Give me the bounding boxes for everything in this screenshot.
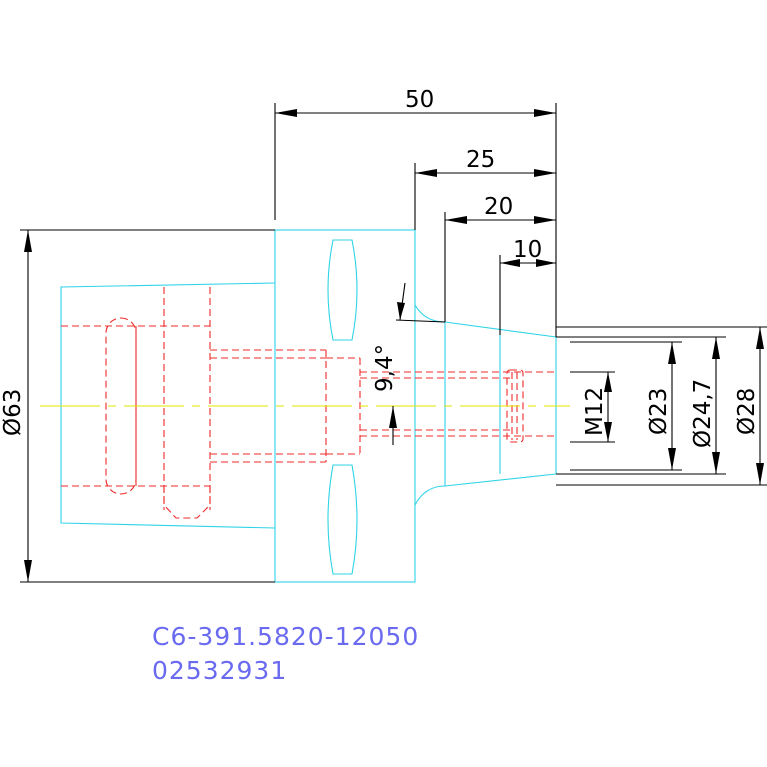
neck-lower (414, 473, 557, 506)
lower-drive-slot (327, 464, 358, 575)
dim-label-angle: 9,4° (372, 344, 398, 392)
arrow (668, 448, 676, 470)
hidden-lines (61, 287, 556, 519)
dim-label-m12: M12 (582, 387, 608, 436)
arrow (756, 463, 764, 485)
dim-label-63: Ø63 (0, 389, 26, 436)
arrow (712, 452, 720, 474)
dim-label-247: Ø24,7 (690, 379, 716, 448)
arrow (275, 109, 297, 117)
part-number: C6-391.5820-12050 (152, 622, 419, 651)
upper-drive-slot (327, 239, 358, 341)
arrow (24, 560, 32, 582)
neck-upper (414, 304, 557, 338)
arrow (500, 259, 520, 267)
arrow (24, 230, 32, 252)
dimensions: 50 25 20 10 9,4° Ø63 (0, 87, 767, 583)
arrow (534, 169, 556, 177)
angle-leader (395, 319, 446, 323)
arrow (415, 169, 437, 177)
pin-hole (163, 486, 211, 519)
arrow (604, 422, 612, 442)
arrow (534, 109, 556, 117)
dim-label-20: 20 (484, 194, 513, 220)
arrow (536, 259, 556, 267)
dim-label-10: 10 (513, 237, 542, 263)
arrow (712, 337, 720, 359)
arrow (445, 216, 467, 224)
shank-outline (60, 282, 276, 529)
arrow (668, 342, 676, 364)
arrow (756, 327, 764, 349)
arrow (389, 406, 397, 428)
dim-label-28: Ø28 (734, 388, 760, 435)
dim-label-23: Ø23 (646, 388, 672, 435)
dim-label-25: 25 (466, 147, 495, 173)
cross-hole (105, 317, 137, 495)
dim-label-50: 50 (405, 87, 434, 113)
arrow (397, 302, 405, 320)
arrow (534, 216, 556, 224)
arrow (604, 372, 612, 392)
part-code: 02532931 (152, 656, 287, 685)
